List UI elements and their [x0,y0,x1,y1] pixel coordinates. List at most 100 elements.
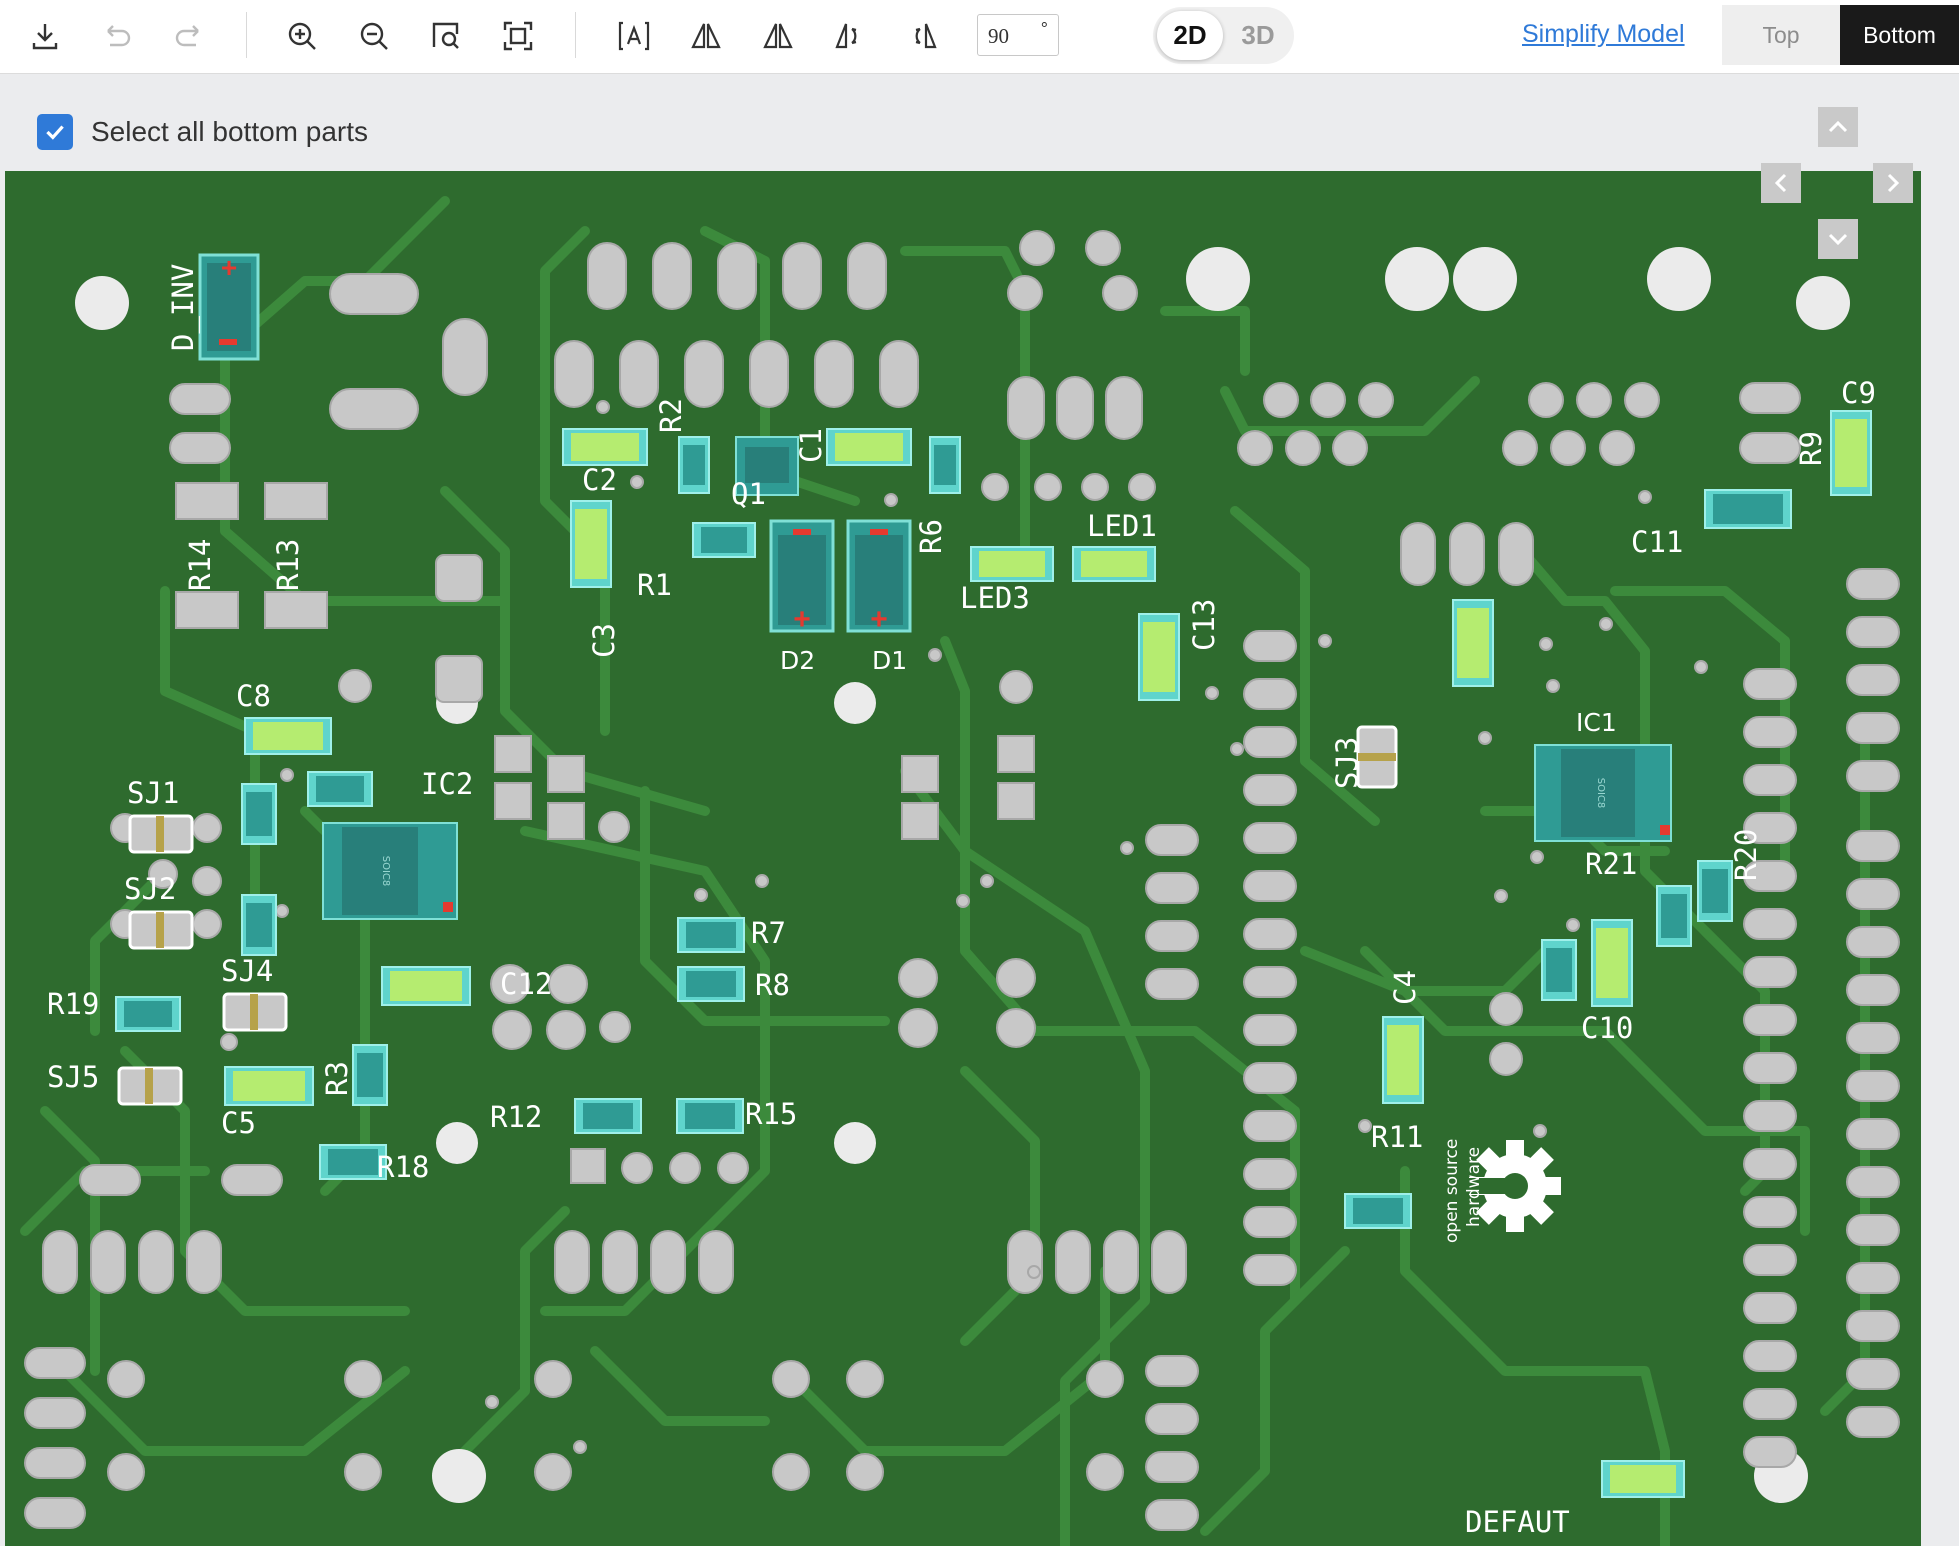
smd-part [570,500,612,588]
download-icon[interactable] [23,14,67,58]
undo-icon[interactable] [95,14,139,58]
label-r12: R12 [490,1100,542,1134]
round-pad [534,1360,572,1398]
header-pad [1243,1206,1297,1238]
zoom-area-icon[interactable] [424,14,468,58]
smd-part [1830,410,1872,496]
round-pad [846,1360,884,1398]
header-pad [1243,918,1297,950]
header-pads [24,382,1900,1531]
round-pad [1237,430,1273,466]
smd-part [224,1066,314,1106]
pcb-board-view[interactable]: SOIC8 SOIC8 + + + [5,171,1921,1546]
smd-body [1387,1025,1419,1095]
round-pad [956,894,970,908]
ic2-package: SOIC8 [322,822,458,920]
smd-body [1610,1465,1676,1493]
header-pad [1743,1148,1797,1180]
header-pad [1243,1158,1297,1190]
round-pad [546,1010,586,1050]
degree-unit: ° [1040,19,1048,39]
label-d-inv: D_INV [166,264,201,351]
round-pad [1624,382,1660,418]
zoom-in-icon[interactable] [280,14,324,58]
header-pad [1743,956,1797,988]
round-pad [1638,490,1652,504]
round-pad [898,1008,938,1048]
round-pad [1530,850,1544,864]
smd-body [1596,928,1628,998]
simplify-model-link[interactable]: Simplify Model [1522,20,1685,48]
round-pad [1533,1124,1547,1138]
round-pad [1539,637,1553,651]
round-pad [1102,275,1138,311]
label-sj3: SJ3 [1330,737,1364,789]
flip-horizontal-icon[interactable] [684,14,728,58]
round-pad [1318,634,1332,648]
side-bottom-button[interactable]: Bottom [1840,5,1959,65]
header-pad [1743,668,1797,700]
smd-body [1835,419,1867,487]
rotation-angle-field[interactable]: ° [977,14,1059,56]
header-pad [1846,664,1900,696]
zoom-out-icon[interactable] [352,14,396,58]
select-all-bottom-parts[interactable]: Select all bottom parts [37,114,368,150]
smd-body [328,1149,378,1175]
label-d1: D1 [872,646,907,675]
round-pad [1599,430,1635,466]
round-pad [107,1453,145,1491]
redo-icon[interactable] [167,14,211,58]
round-pad [534,1453,572,1491]
smd-body [683,445,705,485]
smd-body [979,551,1045,577]
ic2-package-label: SOIC8 [380,856,391,887]
round-pad [338,669,372,703]
rotate-cw-icon[interactable] [900,14,944,58]
round-pad [192,866,222,896]
label-c4: C4 [1388,970,1422,1005]
round-pad [192,813,222,843]
label-c10: C10 [1581,1011,1633,1045]
fit-view-icon[interactable] [496,14,540,58]
flip-vertical-icon[interactable] [756,14,800,58]
rotation-angle-input[interactable] [986,21,1040,51]
smd-part [115,996,181,1032]
label-c11: C11 [1631,525,1683,559]
smd-part [1601,1460,1685,1498]
select-all-checkbox[interactable] [37,114,73,150]
header-pad [1846,616,1900,648]
square-pads [175,482,1035,1184]
round-pad [1230,742,1244,756]
view-3d-button[interactable]: 3D [1241,20,1275,50]
pan-down-button[interactable] [1818,219,1858,259]
smd-body [1546,948,1572,992]
view-2d-button[interactable]: 2D [1157,11,1223,60]
label-r15: R15 [745,1097,797,1131]
round-pad [1081,473,1109,501]
smd-part [319,1144,387,1180]
smd-body [246,792,272,836]
round-pad [599,1011,631,1043]
round-pad [573,1440,587,1454]
round-pad [1310,382,1346,418]
header-pad [1846,1070,1900,1102]
side-top-button[interactable]: Top [1722,5,1840,65]
round-pad [1489,992,1523,1026]
round-pad [898,958,938,998]
smd-part [352,1044,388,1106]
smd-part [1541,939,1577,1001]
round-pad [1332,430,1368,466]
header-pad [1145,824,1199,856]
pan-right-button[interactable] [1873,163,1913,203]
label-c8: C8 [236,679,271,713]
header-pad [1145,920,1199,952]
rotate-ccw-icon[interactable] [828,14,872,58]
oshw-gear-icon [1469,1140,1561,1232]
header-pad [1743,1340,1797,1372]
pan-left-button[interactable] [1761,163,1801,203]
text-mirror-icon[interactable] [612,14,656,58]
round-pad [669,1152,701,1184]
label-ic1: IC1 [1576,708,1617,737]
pan-up-button[interactable] [1818,107,1858,147]
label-r11: R11 [1371,1120,1423,1154]
